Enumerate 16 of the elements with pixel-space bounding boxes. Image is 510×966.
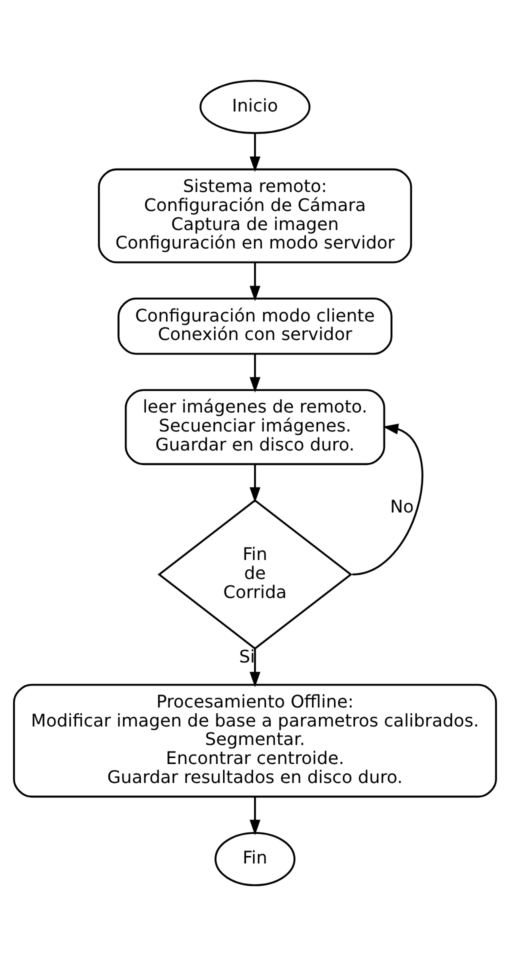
edge-label: Si (239, 647, 255, 668)
node-ellipse: Fin (214, 832, 296, 886)
arrow (250, 797, 260, 836)
node-box: Configuración modo cliente Conexión con servidor (118, 298, 392, 355)
node-ellipse: Inicio (200, 80, 310, 134)
arrow (250, 354, 260, 393)
arrow (352, 424, 424, 576)
node-diamond: Fin de Corrida (158, 499, 352, 650)
edge-label: No (390, 498, 414, 518)
arrow (250, 134, 260, 172)
node-box: Sistema remoto: Configuración de Cámara Captura de imagen Configuración en modo servidor (98, 168, 412, 264)
arrow (250, 262, 260, 302)
arrow (250, 649, 260, 688)
node-box: Procesamiento Offline: Modificar imagen de base a parametros calibrados. Segmentar. Encontrar centroide. Guardar resultados en disco duro. (13, 684, 497, 798)
arrow (250, 464, 260, 503)
node-box: leer imágenes de remoto. Secuenciar imágenes. Guardar en disco duro. (124, 389, 386, 466)
